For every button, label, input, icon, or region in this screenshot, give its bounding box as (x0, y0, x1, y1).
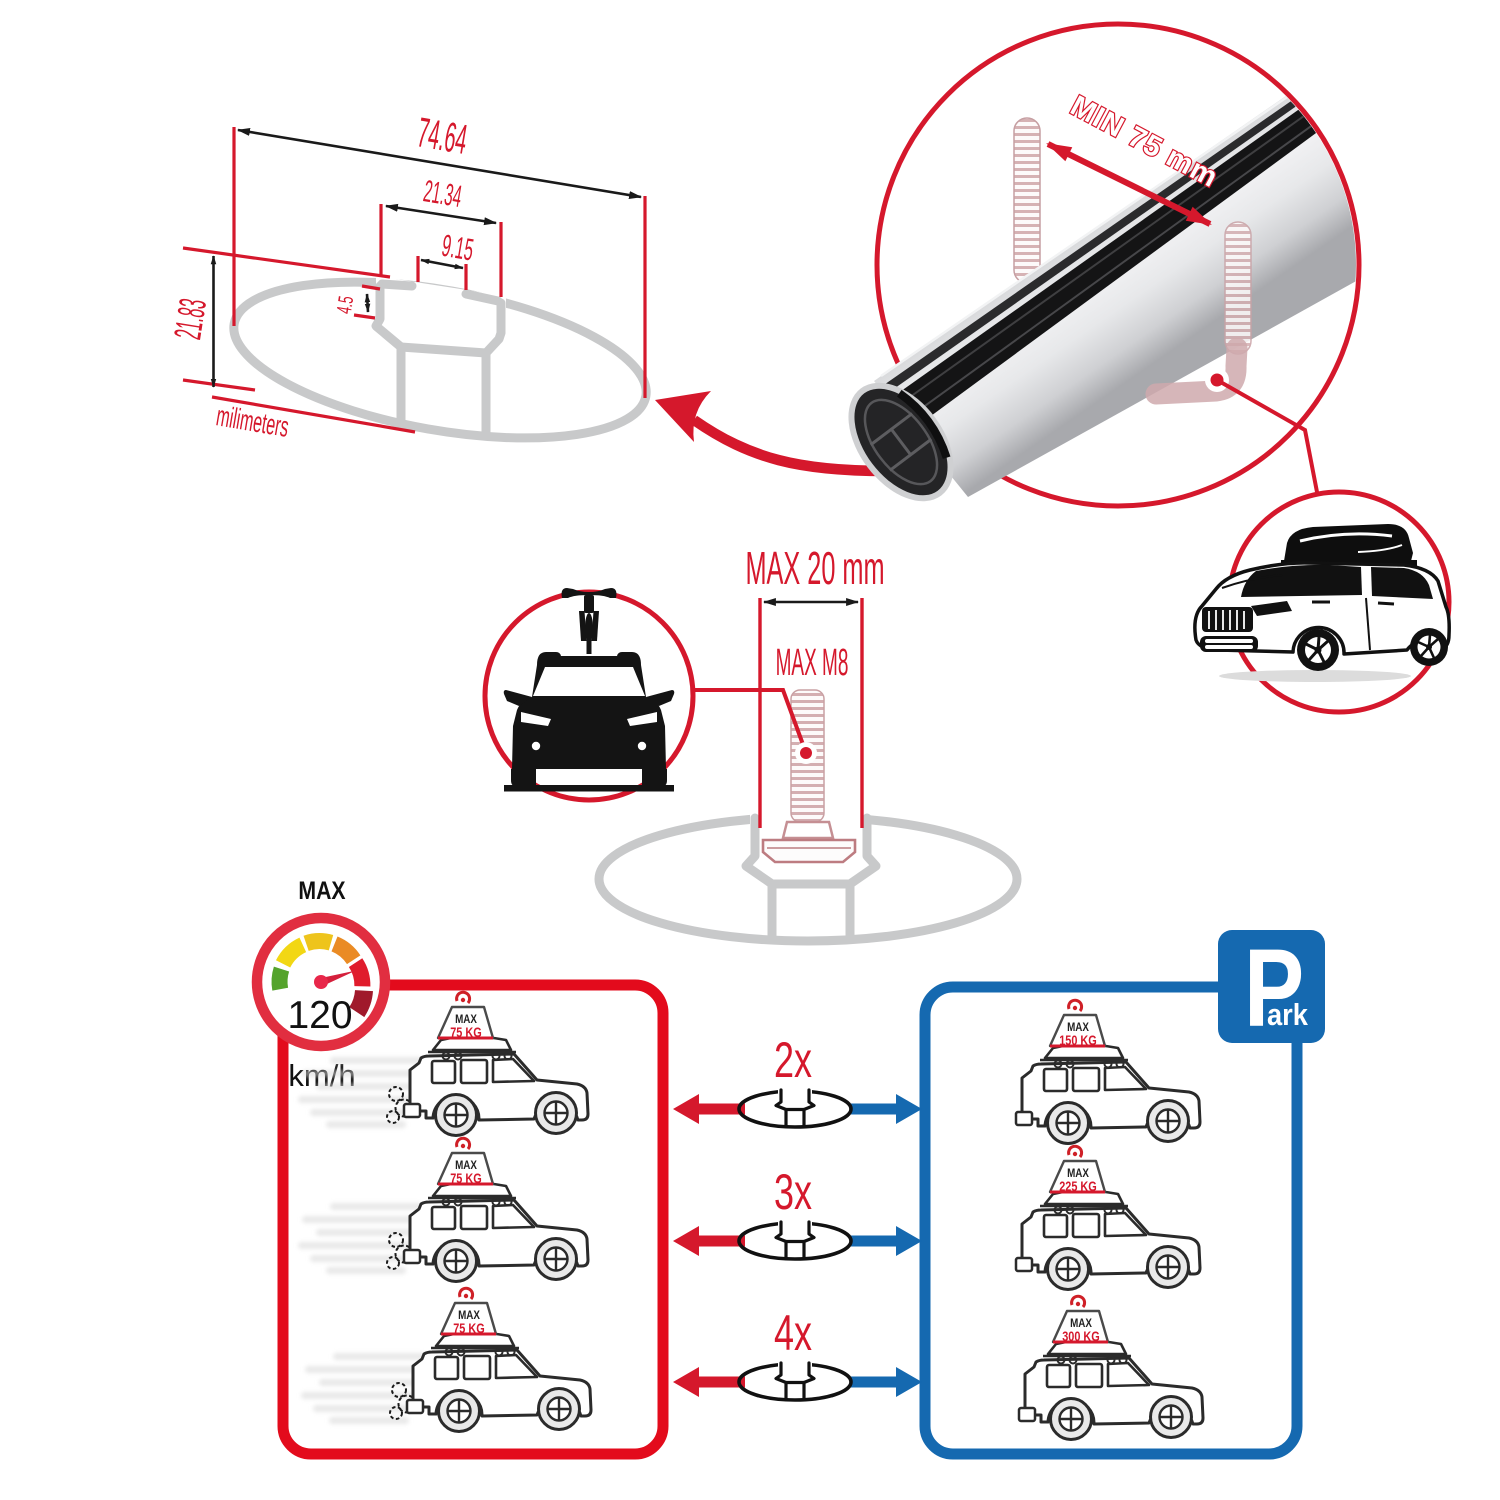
svg-text:milimeters: milimeters (214, 399, 291, 443)
svg-text:120: 120 (287, 994, 352, 1037)
svg-text:MAX: MAX (455, 1159, 477, 1172)
svg-text:MAX: MAX (458, 1309, 480, 1322)
svg-text:75 KG: 75 KG (453, 1321, 485, 1337)
svg-text:P: P (1244, 928, 1304, 1050)
svg-text:225 KG: 225 KG (1059, 1179, 1097, 1195)
svg-text:MAX: MAX (455, 1013, 477, 1026)
svg-text:MAX: MAX (1067, 1021, 1089, 1034)
svg-text:75 KG: 75 KG (450, 1171, 482, 1187)
svg-text:150 KG: 150 KG (1059, 1033, 1097, 1049)
svg-text:21.34: 21.34 (421, 175, 464, 215)
svg-text:MIN 75 mm: MIN 75 mm (1065, 90, 1223, 194)
svg-text:MAX: MAX (1067, 1167, 1089, 1180)
svg-text:MAX 20 mm: MAX 20 mm (745, 542, 884, 594)
svg-text:9.15: 9.15 (439, 229, 476, 268)
svg-text:4.5: 4.5 (331, 294, 358, 315)
svg-text:MAX M8: MAX M8 (776, 642, 849, 684)
svg-text:2x: 2x (774, 1033, 812, 1088)
svg-text:ark: ark (1267, 998, 1309, 1032)
svg-text:300 KG: 300 KG (1062, 1329, 1100, 1345)
svg-text:MAX: MAX (1070, 1317, 1092, 1330)
svg-text:21.83: 21.83 (168, 296, 215, 342)
svg-text:75 KG: 75 KG (450, 1025, 482, 1041)
svg-text:MAX: MAX (298, 876, 346, 904)
svg-text:74.64: 74.64 (414, 108, 471, 163)
svg-text:3x: 3x (774, 1165, 812, 1220)
svg-text:4x: 4x (774, 1306, 812, 1361)
